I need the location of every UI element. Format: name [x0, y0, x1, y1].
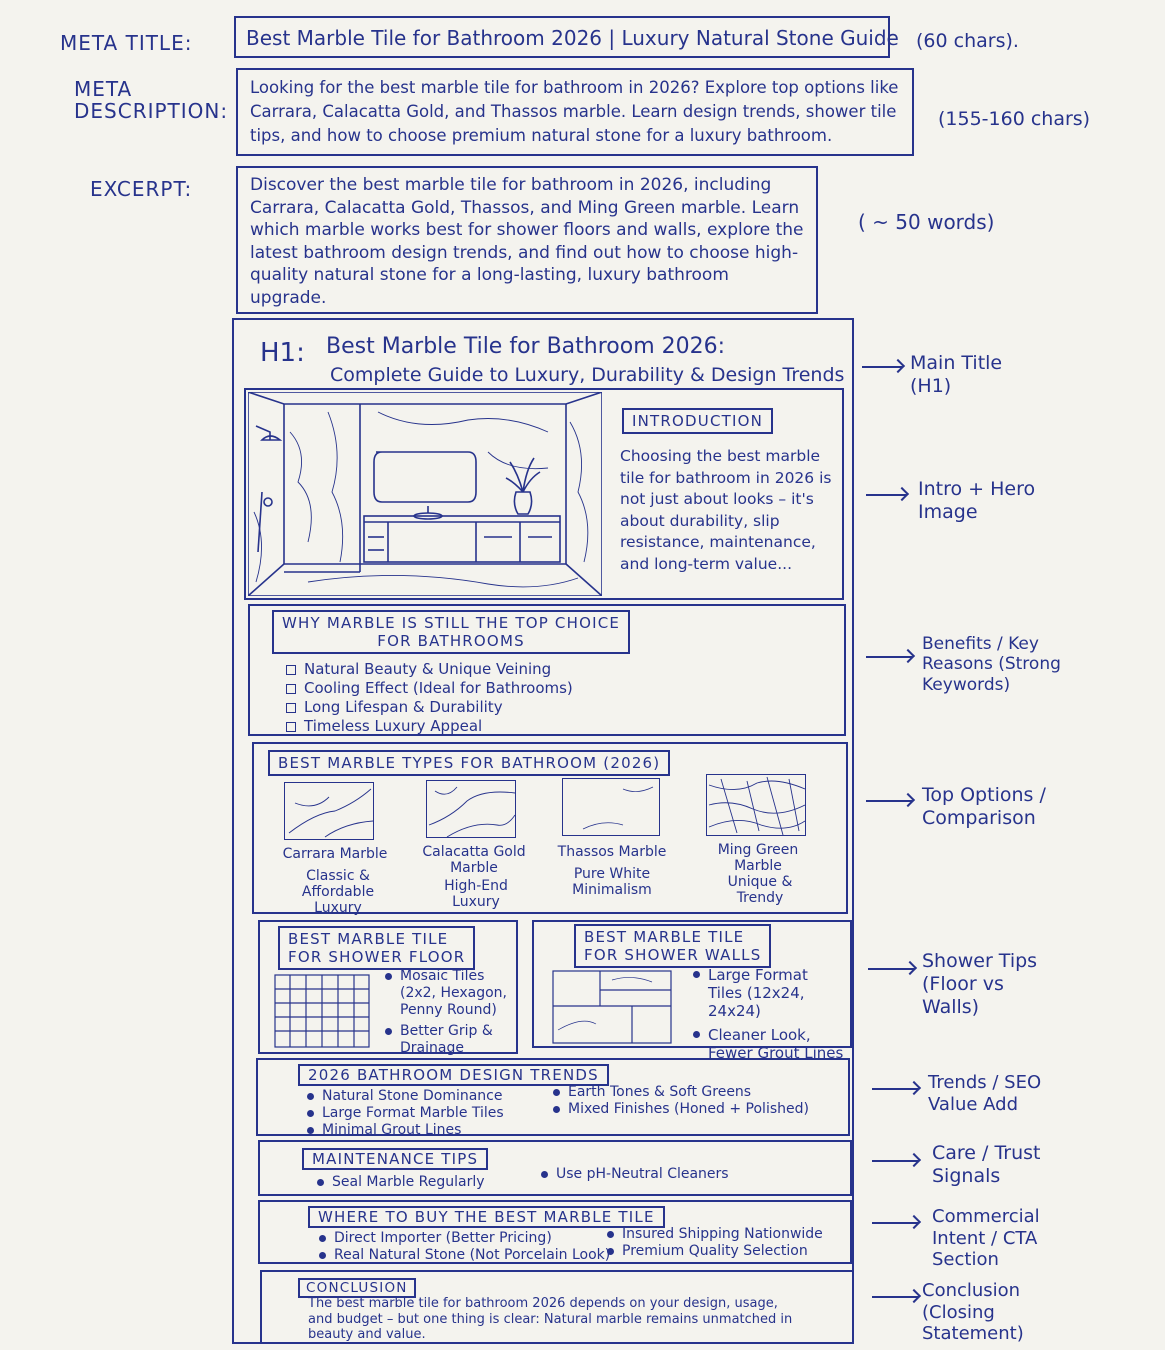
arrow-icon — [866, 800, 912, 802]
trends-list-left: Natural Stone Dominance Large Format Mar… — [304, 1088, 504, 1139]
meta-title-label: META TITLE: — [60, 31, 193, 55]
annotation-conclusion: Conclusion (Closing Statement) — [922, 1280, 1024, 1345]
maintenance-title: MAINTENANCE TIPS — [302, 1148, 489, 1170]
trend-item: Large Format Marble Tiles — [304, 1105, 504, 1122]
meta-description-box: Looking for the best marble tile for bat… — [236, 68, 914, 156]
shower-floor-list: Mosaic Tiles (2x2, Hexagon, Penny Round)… — [382, 968, 512, 1057]
shower-floor-item: Better Grip & Drainage — [382, 1023, 512, 1057]
meta-title-text: Best Marble Tile for Bathroom 2026 | Lux… — [246, 26, 899, 50]
excerpt-text: Discover the best marble tile for bathro… — [250, 175, 804, 308]
calacatta-swatch — [426, 780, 516, 838]
trends-section — [256, 1058, 850, 1136]
shower-floor-section — [258, 920, 518, 1054]
annotation-options: Top Options / Comparison — [922, 784, 1046, 829]
thassos-desc: Pure White Minimalism — [572, 866, 652, 898]
trend-item: Earth Tones & Soft Greens — [550, 1084, 809, 1101]
conclusion-section — [260, 1270, 854, 1344]
trends-title: 2026 BATHROOM DESIGN TRENDS — [298, 1064, 609, 1086]
buy-item: Insured Shipping Nationwide — [604, 1226, 823, 1243]
shower-walls-title: BEST MARBLE TILE FOR SHOWER WALLS — [574, 924, 772, 968]
carrara-name: Carrara Marble — [282, 846, 388, 862]
shower-walls-item: Cleaner Look, Fewer Grout Lines — [690, 1026, 846, 1062]
trend-item: Mixed Finishes (Honed + Polished) — [550, 1101, 809, 1118]
excerpt-label: EXCERPT: — [90, 177, 193, 201]
meta-description-note: (155-160 chars) — [938, 108, 1091, 130]
ming-green-swatch — [706, 774, 806, 836]
arrow-icon — [866, 494, 906, 496]
types-title: BEST MARBLE TYPES FOR BATHROOM (2026) — [268, 750, 671, 776]
annotation-main-title: Main Title (H1) — [910, 352, 1003, 397]
large-format-tiles — [552, 970, 672, 1048]
arrow-icon — [868, 968, 914, 970]
trend-item: Natural Stone Dominance — [304, 1088, 504, 1105]
why-item: Cooling Effect (Ideal for Bathrooms) — [282, 679, 573, 698]
meta-description-label: META DESCRIPTION: — [74, 77, 229, 123]
h1-line1: Best Marble Tile for Bathroom 2026: — [326, 334, 726, 359]
trends-list-right: Earth Tones & Soft Greens Mixed Finishes… — [550, 1084, 809, 1118]
intro-title: INTRODUCTION — [622, 408, 774, 434]
annotation-trends: Trends / SEO Value Add — [928, 1072, 1042, 1115]
shower-floor-item: Mosaic Tiles (2x2, Hexagon, Penny Round) — [382, 968, 512, 1019]
why-item: Long Lifespan & Durability — [282, 698, 573, 717]
why-title: WHY MARBLE IS STILL THE TOP CHOICE FOR B… — [272, 610, 631, 654]
buy-title: WHERE TO BUY THE BEST MARBLE TILE — [308, 1206, 665, 1228]
arrow-icon — [862, 366, 902, 368]
h1-line2: Complete Guide to Luxury, Durability & D… — [330, 364, 845, 386]
conclusion-text: The best marble tile for bathroom 2026 d… — [308, 1296, 793, 1342]
arrow-icon — [872, 1222, 918, 1224]
buy-list-left: Direct Importer (Better Pricing) Real Na… — [316, 1230, 610, 1264]
hero-image — [247, 391, 603, 597]
annotation-care: Care / Trust Signals — [932, 1142, 1041, 1187]
shower-walls-item: Large Format Tiles (12x24, 24x24) — [690, 966, 846, 1020]
buy-list-right: Insured Shipping Nationwide Premium Qual… — [604, 1226, 823, 1260]
why-list: Natural Beauty & Unique Veining Cooling … — [282, 660, 573, 736]
maintenance-item-1: Seal Marble Regularly — [314, 1174, 485, 1191]
intro-section — [244, 388, 844, 600]
intro-text: Choosing the best marble tile for bathro… — [620, 447, 832, 573]
why-item: Natural Beauty & Unique Veining — [282, 660, 573, 679]
shower-walls-list: Large Format Tiles (12x24, 24x24) Cleane… — [690, 966, 846, 1062]
arrow-icon — [872, 1160, 918, 1162]
annotation-intro: Intro + Hero Image — [918, 478, 1036, 523]
ming-green-name: Ming Green Marble — [717, 842, 799, 874]
arrow-icon — [872, 1296, 918, 1298]
calacatta-desc: High-End Luxury — [444, 878, 508, 910]
meta-title-box: Best Marble Tile for Bathroom 2026 | Lux… — [234, 16, 899, 58]
maintenance-section — [258, 1140, 852, 1196]
bathroom-illustration — [247, 391, 603, 597]
shower-walls-section — [532, 920, 852, 1048]
annotation-commercial: Commercial Intent / CTA Section — [932, 1206, 1040, 1271]
annotation-shower: Shower Tips (Floor vs Walls) — [922, 950, 1038, 1018]
why-section — [248, 604, 846, 736]
arrow-icon — [872, 1088, 918, 1090]
thassos-name: Thassos Marble — [557, 844, 667, 860]
types-section — [252, 742, 848, 914]
meta-description-text: Looking for the best marble tile for bat… — [250, 78, 899, 145]
why-item: Timeless Luxury Appeal — [282, 717, 573, 736]
buy-item: Real Natural Stone (Not Porcelain Look) — [316, 1247, 610, 1264]
ming-green-desc: Unique & Trendy — [727, 874, 793, 906]
mosaic-tile-grid — [274, 974, 370, 1052]
calacatta-name: Calacatta Gold Marble — [422, 844, 526, 876]
conclusion-title: CONCLUSION — [298, 1278, 416, 1299]
annotation-benefits: Benefits / Key Reasons (Strong Keywords) — [922, 634, 1061, 695]
shower-floor-title: BEST MARBLE TILE FOR SHOWER FLOOR — [278, 926, 476, 970]
buy-item: Direct Importer (Better Pricing) — [316, 1230, 610, 1247]
buy-item: Premium Quality Selection — [604, 1243, 823, 1260]
carrara-swatch — [284, 782, 374, 840]
arrow-icon — [866, 656, 912, 658]
trend-item: Minimal Grout Lines — [304, 1122, 504, 1139]
maintenance-item-2: Use pH-Neutral Cleaners — [538, 1166, 729, 1183]
excerpt-note: ( ~ 50 words) — [858, 210, 995, 234]
h1-prefix: H1: — [260, 338, 305, 368]
meta-title-note: (60 chars). — [916, 30, 1019, 52]
thassos-swatch — [562, 778, 660, 836]
carrara-desc: Classic & Affordable Luxury — [301, 868, 375, 916]
buy-section — [258, 1200, 852, 1264]
excerpt-box: Discover the best marble tile for bathro… — [236, 166, 818, 314]
